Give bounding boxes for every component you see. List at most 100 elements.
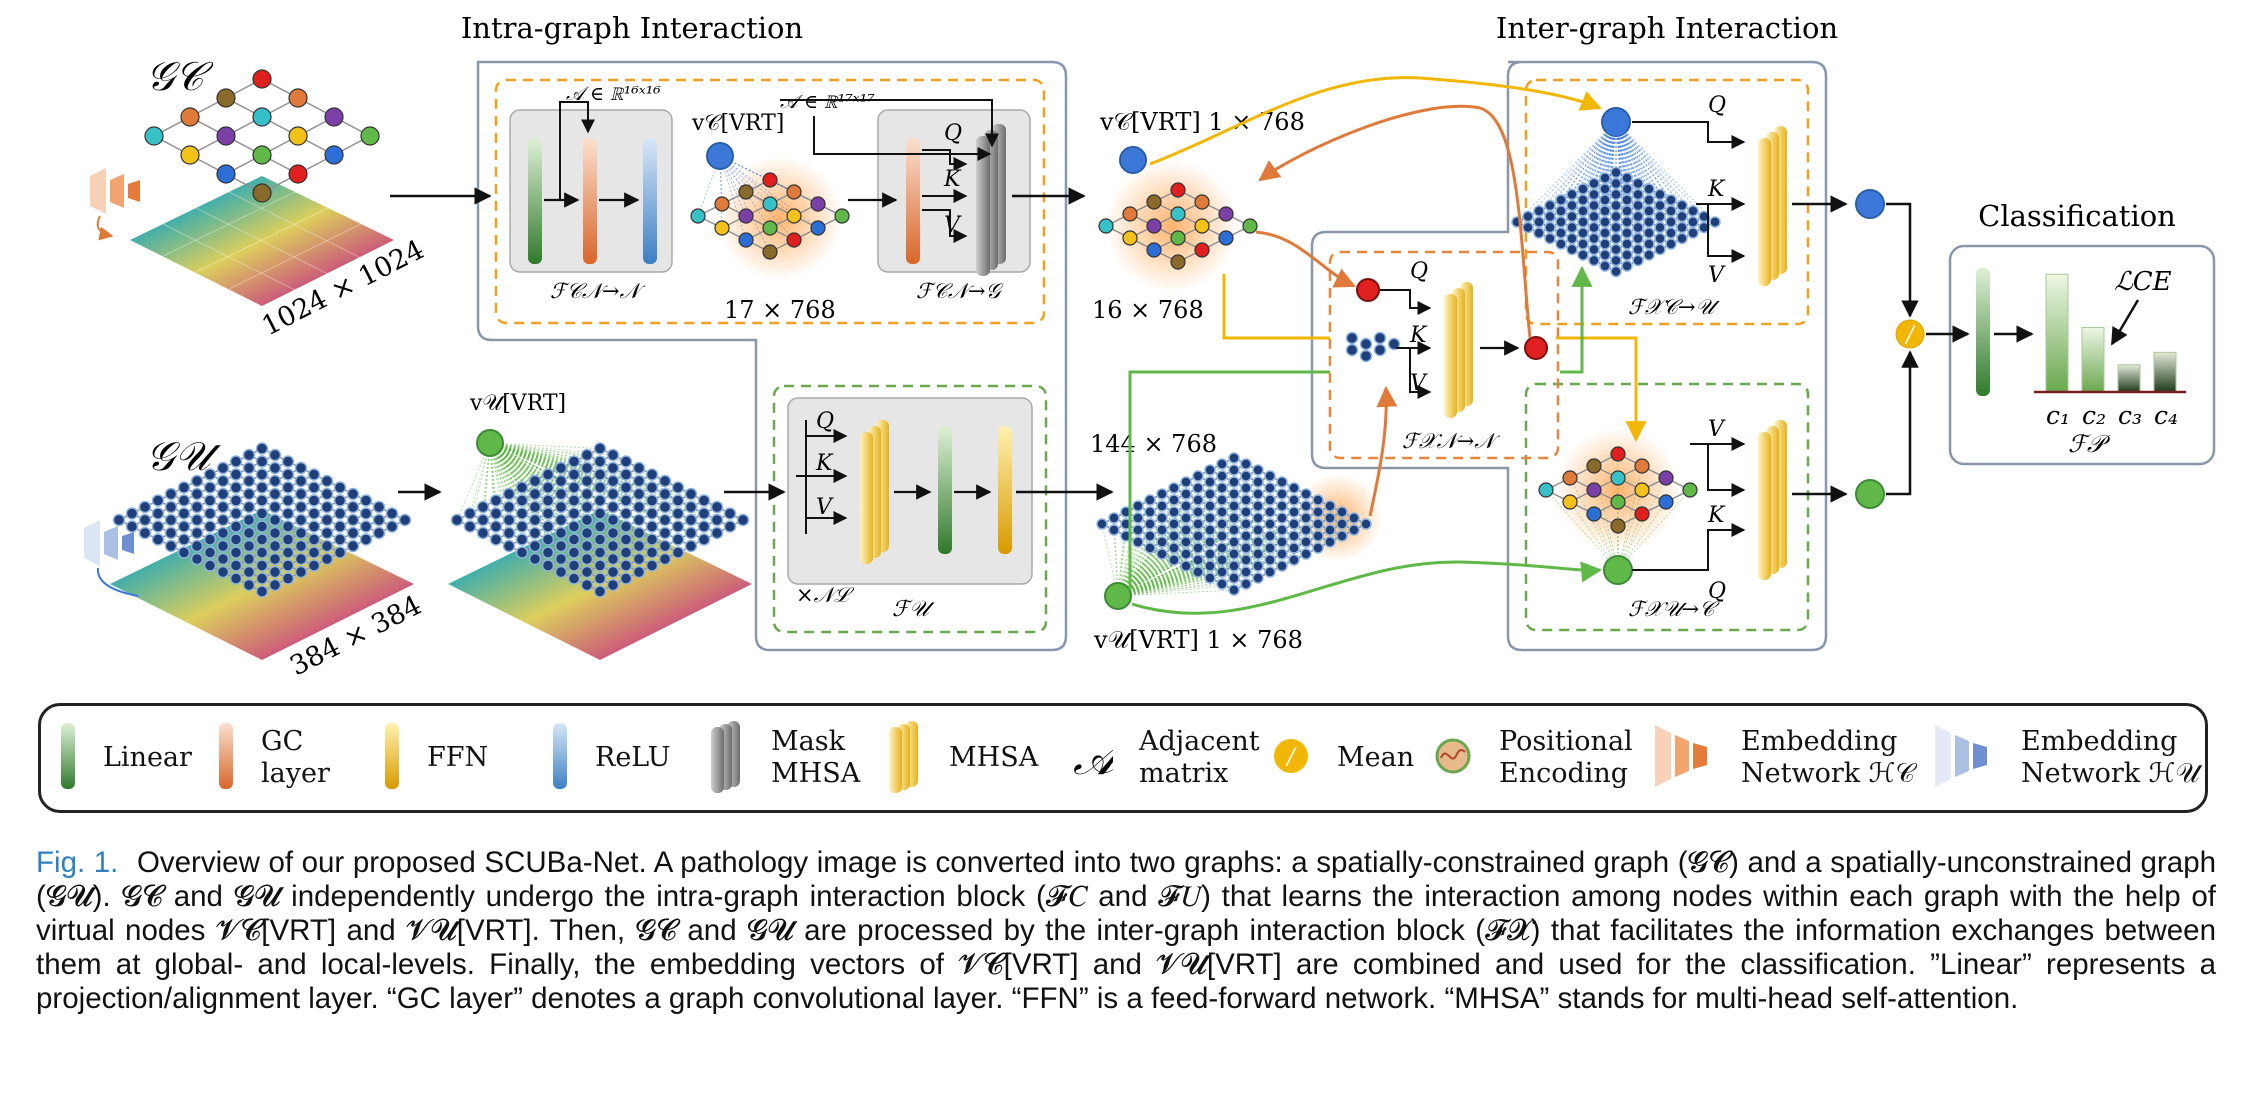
vrt-edge bbox=[1117, 505, 1163, 597]
class-bar-chart bbox=[2045, 273, 2177, 393]
graph-node bbox=[1577, 238, 1589, 250]
graph-node bbox=[786, 232, 802, 248]
graph-node bbox=[203, 481, 217, 494]
figure-number: Fig. 1. bbox=[36, 846, 119, 879]
graph-node bbox=[242, 474, 256, 488]
graph-node bbox=[255, 533, 269, 546]
graph-node bbox=[1610, 199, 1622, 212]
orange-arrow-local bbox=[1255, 230, 1356, 288]
graph-node bbox=[1204, 476, 1216, 488]
graph-node bbox=[567, 494, 581, 507]
vrt-edge bbox=[719, 155, 747, 241]
graph-node bbox=[463, 520, 477, 533]
vrt-u-global bbox=[1603, 555, 1633, 585]
graph-node bbox=[1252, 476, 1264, 488]
graph-node bbox=[1665, 227, 1677, 239]
dim17-label: 17 × 768 bbox=[724, 296, 836, 324]
graph-node bbox=[1192, 554, 1204, 566]
graph-node bbox=[372, 526, 386, 540]
q-label-2: Q bbox=[816, 409, 834, 434]
graph-node bbox=[203, 468, 217, 481]
v-label-5: V bbox=[1708, 417, 1726, 442]
vrt-edge bbox=[1615, 121, 1672, 234]
graph-node bbox=[255, 468, 269, 481]
graph-node bbox=[541, 507, 555, 520]
inter-panel bbox=[1310, 60, 1828, 652]
graph-node bbox=[255, 442, 269, 455]
vrt-c-node-intra bbox=[706, 142, 734, 170]
graph-node bbox=[593, 442, 607, 455]
graph-node bbox=[606, 448, 620, 462]
legend-item-linear: Linear bbox=[59, 706, 192, 810]
graph-node bbox=[580, 578, 594, 592]
graph-node bbox=[242, 448, 256, 462]
graph-node bbox=[190, 474, 204, 488]
graph-node bbox=[645, 481, 659, 494]
graph-node bbox=[1632, 177, 1644, 190]
graph-node bbox=[1577, 227, 1589, 239]
graph-node bbox=[385, 507, 399, 520]
graph-node bbox=[385, 520, 399, 533]
graph-node bbox=[515, 546, 529, 559]
graph-node bbox=[1204, 512, 1216, 524]
graph-node bbox=[1566, 221, 1578, 234]
graph-node bbox=[138, 526, 152, 540]
graph-node bbox=[1252, 560, 1264, 572]
graph-node bbox=[1242, 218, 1258, 234]
graph-node bbox=[1252, 488, 1264, 500]
graph-node bbox=[738, 232, 754, 248]
graph-node bbox=[632, 513, 646, 527]
graph-node bbox=[528, 513, 542, 527]
graph-node bbox=[671, 507, 685, 520]
vrt-edge bbox=[1117, 523, 1343, 597]
legend-item-embedding-network-u: Embedding Network ℋ𝒰 bbox=[1933, 706, 2200, 810]
graph-node bbox=[1240, 506, 1252, 518]
graph-node bbox=[1621, 183, 1633, 195]
graph-node bbox=[1122, 230, 1138, 246]
graph-node bbox=[697, 520, 711, 533]
graph-node bbox=[567, 559, 581, 572]
graph-node bbox=[1665, 205, 1677, 217]
relu-block-1 bbox=[643, 138, 657, 264]
graph-node bbox=[203, 520, 217, 533]
graph-node bbox=[1632, 232, 1644, 245]
graph-node bbox=[1192, 518, 1204, 530]
graph-node bbox=[1562, 494, 1578, 510]
graph-node bbox=[658, 513, 672, 527]
class-bar-3 bbox=[2117, 364, 2141, 393]
graph-node bbox=[593, 494, 607, 507]
graph-node bbox=[1252, 500, 1264, 512]
graph-node bbox=[307, 507, 321, 520]
graph-node bbox=[1599, 238, 1611, 250]
f-x-c2u-label: ℱ𝒳𝒞→𝒰 bbox=[1628, 295, 1720, 319]
graph-node bbox=[632, 500, 646, 514]
graph-node bbox=[580, 526, 594, 540]
graph-node bbox=[541, 520, 555, 533]
graph-node bbox=[1240, 554, 1252, 566]
intra-title: Intra-graph Interaction bbox=[461, 11, 803, 45]
linear-block-1 bbox=[528, 138, 542, 264]
graph-node bbox=[1216, 554, 1228, 566]
graph-node bbox=[1192, 494, 1204, 506]
graph-node bbox=[252, 69, 272, 89]
vrt-edge bbox=[1117, 559, 1175, 597]
graph-node bbox=[723, 520, 737, 533]
graph-node bbox=[580, 513, 594, 527]
vrt-edge bbox=[1117, 511, 1151, 597]
graph-node bbox=[1687, 227, 1699, 239]
vrt-edge bbox=[489, 442, 588, 586]
vrt-edge bbox=[1117, 487, 1271, 597]
graph-node bbox=[1599, 194, 1611, 206]
graph-node bbox=[1264, 554, 1276, 566]
graph-node bbox=[1288, 506, 1300, 518]
graph-node bbox=[1632, 254, 1644, 267]
vrt-edge bbox=[489, 442, 575, 475]
graph-node bbox=[1228, 584, 1240, 596]
graph-node bbox=[1336, 530, 1348, 542]
graph-node bbox=[606, 513, 620, 527]
graph-node bbox=[255, 481, 269, 494]
graph-node bbox=[1654, 188, 1666, 201]
graph-node bbox=[1252, 512, 1264, 524]
graph-node bbox=[1192, 530, 1204, 542]
v-label-4: V bbox=[1708, 263, 1726, 288]
